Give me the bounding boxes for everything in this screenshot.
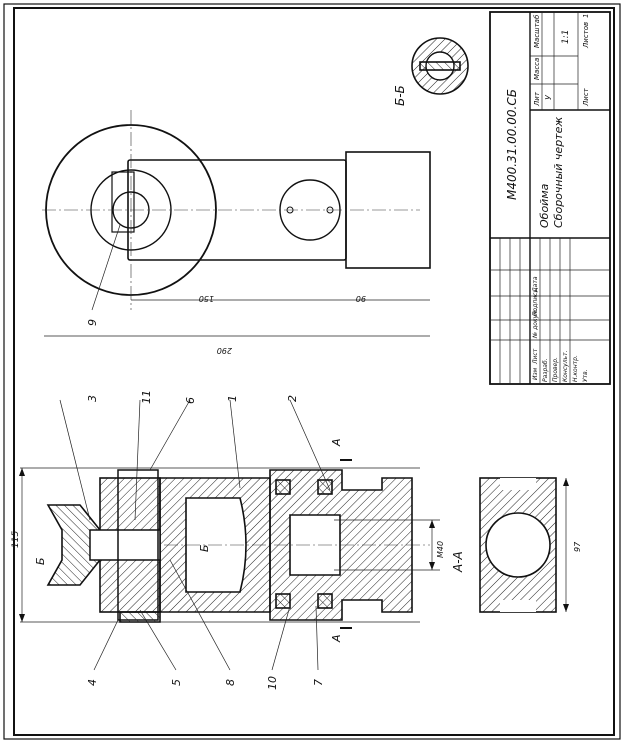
drawing-frame — [13, 7, 615, 736]
bearing-bottom-right — [317, 593, 333, 609]
lit-label: Лит — [533, 91, 541, 107]
callout-8: 8 — [224, 679, 237, 686]
svg-text:Б: Б — [198, 544, 211, 552]
row-label-razrab: Разраб. — [542, 358, 549, 382]
svg-text:Б: Б — [34, 557, 47, 565]
col-header-doc: № докум. — [532, 308, 539, 339]
callouts: 3 11 6 1 2 4 5 8 10 7 9 — [59, 224, 331, 690]
bearing-top-right — [317, 479, 333, 495]
callout-7: 7 — [312, 679, 325, 686]
lit-value: У — [544, 94, 553, 100]
top-view: 290 150 90 — [42, 110, 431, 355]
callout-9: 9 — [86, 319, 99, 326]
callout-4: 4 — [86, 679, 99, 686]
dimension-bore: М40 — [429, 520, 445, 570]
dim-length-2-text: 90 — [356, 294, 366, 303]
dim-length-1-text: 150 — [199, 294, 214, 303]
drawing-designation: М400.31.00.00.СБ — [505, 89, 519, 200]
col-header-list: Лист — [532, 348, 539, 365]
bearing-bottom-left — [275, 593, 291, 609]
callout-10: 10 — [266, 676, 279, 690]
dim-total-length-text: 290 — [217, 346, 232, 355]
callout-5: 5 — [170, 679, 183, 686]
row-label-prover: Провер. — [552, 357, 559, 382]
row-label-nkontr: Н.контр. — [572, 355, 579, 382]
shaft — [89, 529, 161, 561]
dim-bore-text: М40 — [436, 541, 445, 558]
dimension-height: 115 — [11, 468, 25, 622]
callout-11: 11 — [140, 390, 153, 404]
bearing-top-left — [275, 479, 291, 495]
callout-3: 3 — [86, 395, 99, 402]
sheets-value: 1 — [582, 14, 590, 18]
callout-1: 1 — [226, 395, 239, 402]
sheet-label: Лист — [582, 87, 590, 107]
col-header-sign: Подпись — [532, 289, 539, 316]
scale-label: Масштаб — [533, 14, 541, 48]
main-section-view — [20, 467, 440, 623]
drawing-name-line2: Сборочный чертеж — [552, 117, 565, 228]
svg-text:А: А — [330, 438, 343, 447]
sheets-label: Листов — [582, 22, 590, 49]
callout-6: 6 — [184, 397, 197, 404]
pulley-section — [46, 504, 101, 586]
cut-plane-a: А А Б Б — [34, 438, 352, 643]
callout-2: 2 — [286, 395, 299, 402]
section-aa-view: 97 А-А — [451, 477, 582, 613]
section-aa-label: А-А — [451, 551, 465, 573]
sheet-border — [3, 3, 621, 740]
section-bb-label: Б-Б — [393, 85, 407, 106]
svg-text:А: А — [330, 634, 343, 643]
section-bb-view: Б-Б — [393, 37, 469, 106]
dim-width-aa-text: 97 — [573, 541, 582, 552]
mass-label: Масса — [533, 58, 541, 80]
scale-value: 1:1 — [561, 30, 571, 44]
drawing-name-line1: Обойма — [538, 183, 551, 228]
dim-height-text: 115 — [11, 531, 21, 548]
col-header-izm: Изм — [532, 367, 539, 380]
col-header-date: Дата — [532, 276, 539, 293]
row-label-konsult: Консульт. — [562, 350, 569, 382]
housing-right — [269, 469, 413, 621]
row-label-utv: Утв. — [582, 369, 589, 382]
title-block: М400.31.00.00.СБ Обойма Сборочный чертеж… — [489, 11, 611, 385]
